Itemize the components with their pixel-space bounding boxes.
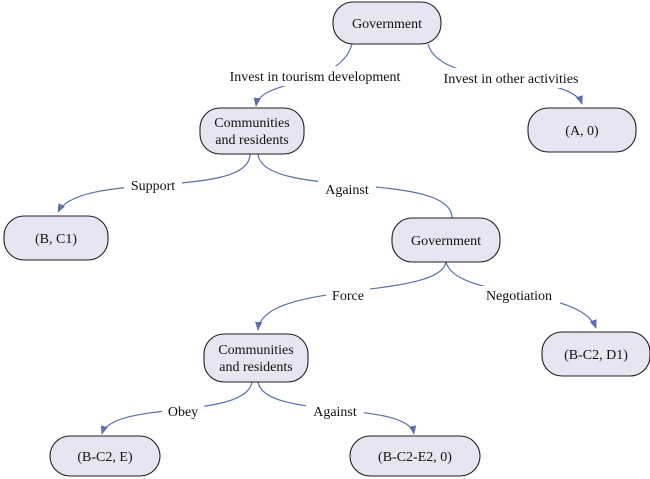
edge-label-against-2: Against [306, 402, 364, 421]
edge-label-invest-other: Invest in other activities [432, 68, 590, 88]
node-outcome-bc2d1: (B-C2, D1) [541, 331, 650, 377]
edge-label-text: Support [131, 179, 175, 194]
edge-label-text: Against [313, 405, 357, 420]
edge-label-text: Obey [168, 405, 198, 420]
edge-label-text: Invest in other activities [444, 72, 579, 87]
edge-label-obey: Obey [162, 402, 204, 421]
node-label-line-1: Communities [218, 343, 293, 358]
node-label: (A, 0) [565, 124, 599, 139]
node-government-root: Government [332, 1, 442, 45]
edge-label-text: Negotiation [486, 289, 552, 304]
node-label: Government [352, 17, 422, 32]
edge-label-against-1: Against [318, 180, 376, 199]
node-outcome-a0: (A, 0) [527, 107, 637, 153]
edge-label-force: Force [326, 286, 370, 305]
edge-label-negotiation: Negotiation [478, 286, 560, 305]
node-label: (B-C2, D1) [564, 348, 628, 363]
node-outcome-bc2e20: (B-C2-E2, 0) [349, 435, 481, 477]
edge-label-text: Force [332, 289, 364, 304]
edge-label-text: Against [325, 183, 369, 198]
node-outcome-bc1: (B, C1) [3, 215, 109, 261]
node-label-line-2: and residents [219, 360, 292, 375]
node-communities-1: Communities and residents [199, 107, 305, 155]
node-communities-2: Communities and residents [203, 333, 309, 383]
node-outcome-bc2e: (B-C2, E) [49, 435, 161, 477]
node-label-line-2: and residents [215, 133, 288, 148]
edge-label-invest-tourism: Invest in tourism development [216, 66, 414, 86]
node-government-2: Government [391, 217, 501, 263]
edge-label-support: Support [124, 176, 182, 195]
node-label-line-1: Communities [214, 116, 289, 131]
node-label: (B, C1) [35, 232, 77, 247]
edge-label-text: Invest in tourism development [230, 70, 401, 85]
node-label: (B-C2, E) [77, 450, 133, 465]
node-label: (B-C2-E2, 0) [378, 450, 452, 465]
node-label: Government [411, 234, 481, 249]
